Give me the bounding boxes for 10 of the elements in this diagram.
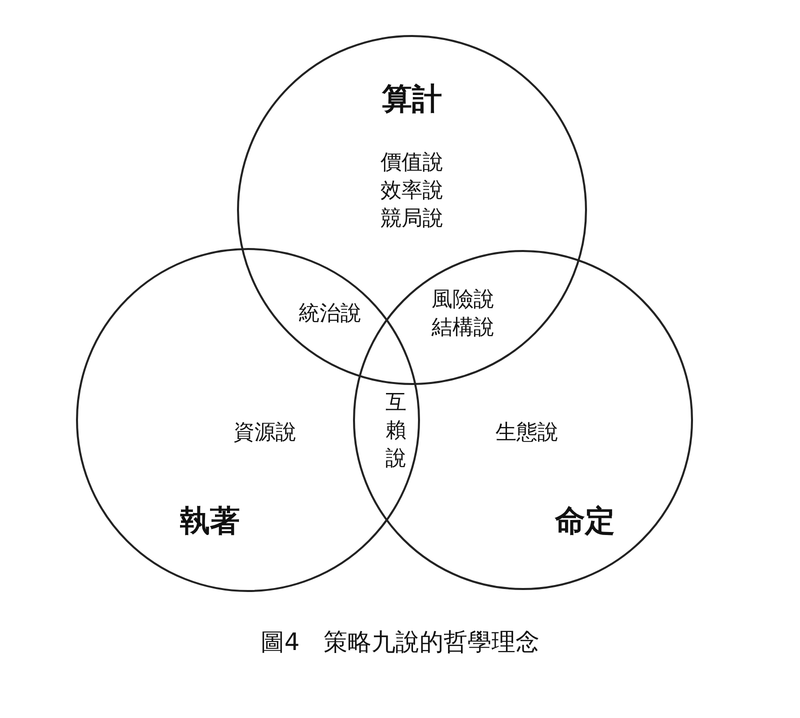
overlap-label: 統治說 (298, 300, 362, 327)
figure-caption: 圖4 策略九說的哲學理念 (259, 627, 541, 658)
region-label: 資源說 (232, 419, 298, 446)
overlap-label: 風險說結構說 (430, 286, 496, 341)
overlap-label: 互賴說 (384, 388, 408, 472)
circle-heading: 命定 (554, 502, 616, 540)
circle-heading: 算計 (380, 80, 443, 118)
region-label: 價值說效率說競局說 (380, 148, 444, 232)
circle-heading: 執著 (179, 502, 241, 540)
region-label: 生態說 (494, 419, 560, 446)
